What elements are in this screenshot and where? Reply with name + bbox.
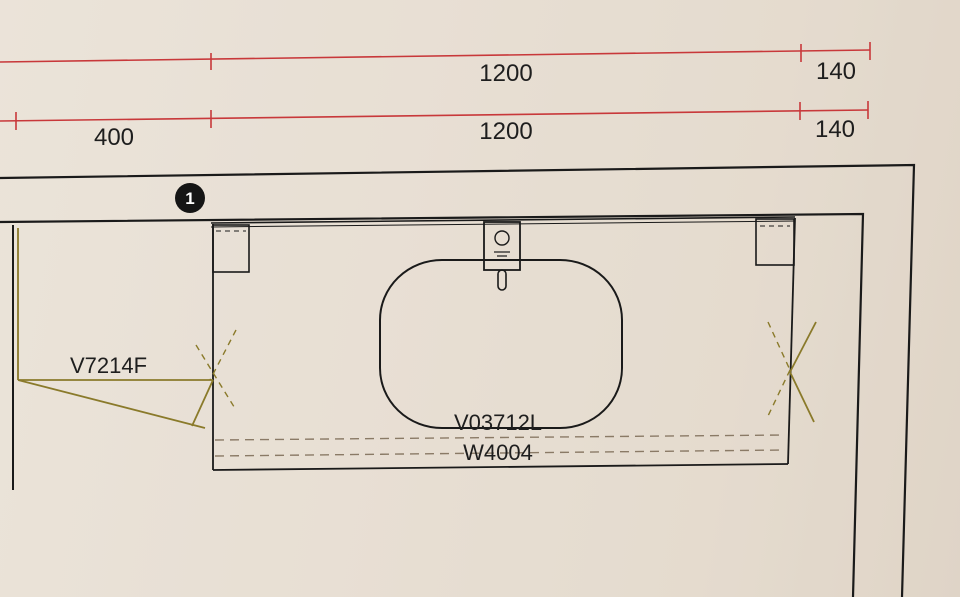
corner-block-left — [212, 224, 250, 273]
hinge-line-solid — [789, 321, 817, 373]
walls — [0, 163, 916, 597]
reference-marker: 1 — [175, 183, 205, 213]
basin-outline — [379, 259, 623, 429]
cabinet-label: W4004 — [463, 440, 533, 465]
hinge-line — [767, 321, 791, 371]
door-swing-arc — [17, 379, 206, 429]
dimension-label: 140 — [816, 58, 856, 85]
hinge-line-solid — [789, 371, 815, 423]
dimension-line-second — [0, 109, 869, 122]
dimension-row-second: 400 1200 140 — [0, 101, 869, 151]
basin-label: V03712L — [454, 410, 542, 435]
dimension-row-top: 1200 140 — [0, 42, 871, 87]
hinge-marks-right — [767, 321, 817, 423]
dimension-label: 140 — [815, 116, 855, 143]
door-label: V7214F — [70, 353, 147, 378]
faucet — [483, 221, 521, 291]
marker-circle — [175, 183, 205, 213]
inner-wall — [0, 212, 865, 597]
dimension-label: 1200 — [479, 60, 532, 87]
dimension-line-top — [0, 49, 871, 63]
hidden-line-upper — [214, 434, 786, 441]
cabinet-bottom — [212, 463, 789, 471]
cabinet-top-edge-inner — [210, 220, 796, 228]
hinge-line — [195, 344, 237, 411]
cabinet-top-edge — [210, 216, 796, 224]
faucet-spout — [497, 269, 507, 291]
vanity-cabinet — [210, 216, 796, 471]
hinge-line — [209, 329, 237, 381]
faucet-handle-icon — [494, 230, 510, 246]
hinge-line-solid — [191, 379, 214, 427]
outer-wall — [0, 163, 916, 597]
dimension-label: 400 — [94, 124, 134, 151]
marker-number: 1 — [185, 189, 194, 208]
basin — [379, 259, 623, 429]
hinge-marks-left — [191, 329, 237, 427]
hinge-line — [767, 369, 791, 417]
hidden-line-lower — [214, 449, 786, 457]
corner-block-right — [755, 218, 795, 266]
dimension-label: 1200 — [479, 118, 532, 145]
door-swing-left — [17, 228, 213, 429]
